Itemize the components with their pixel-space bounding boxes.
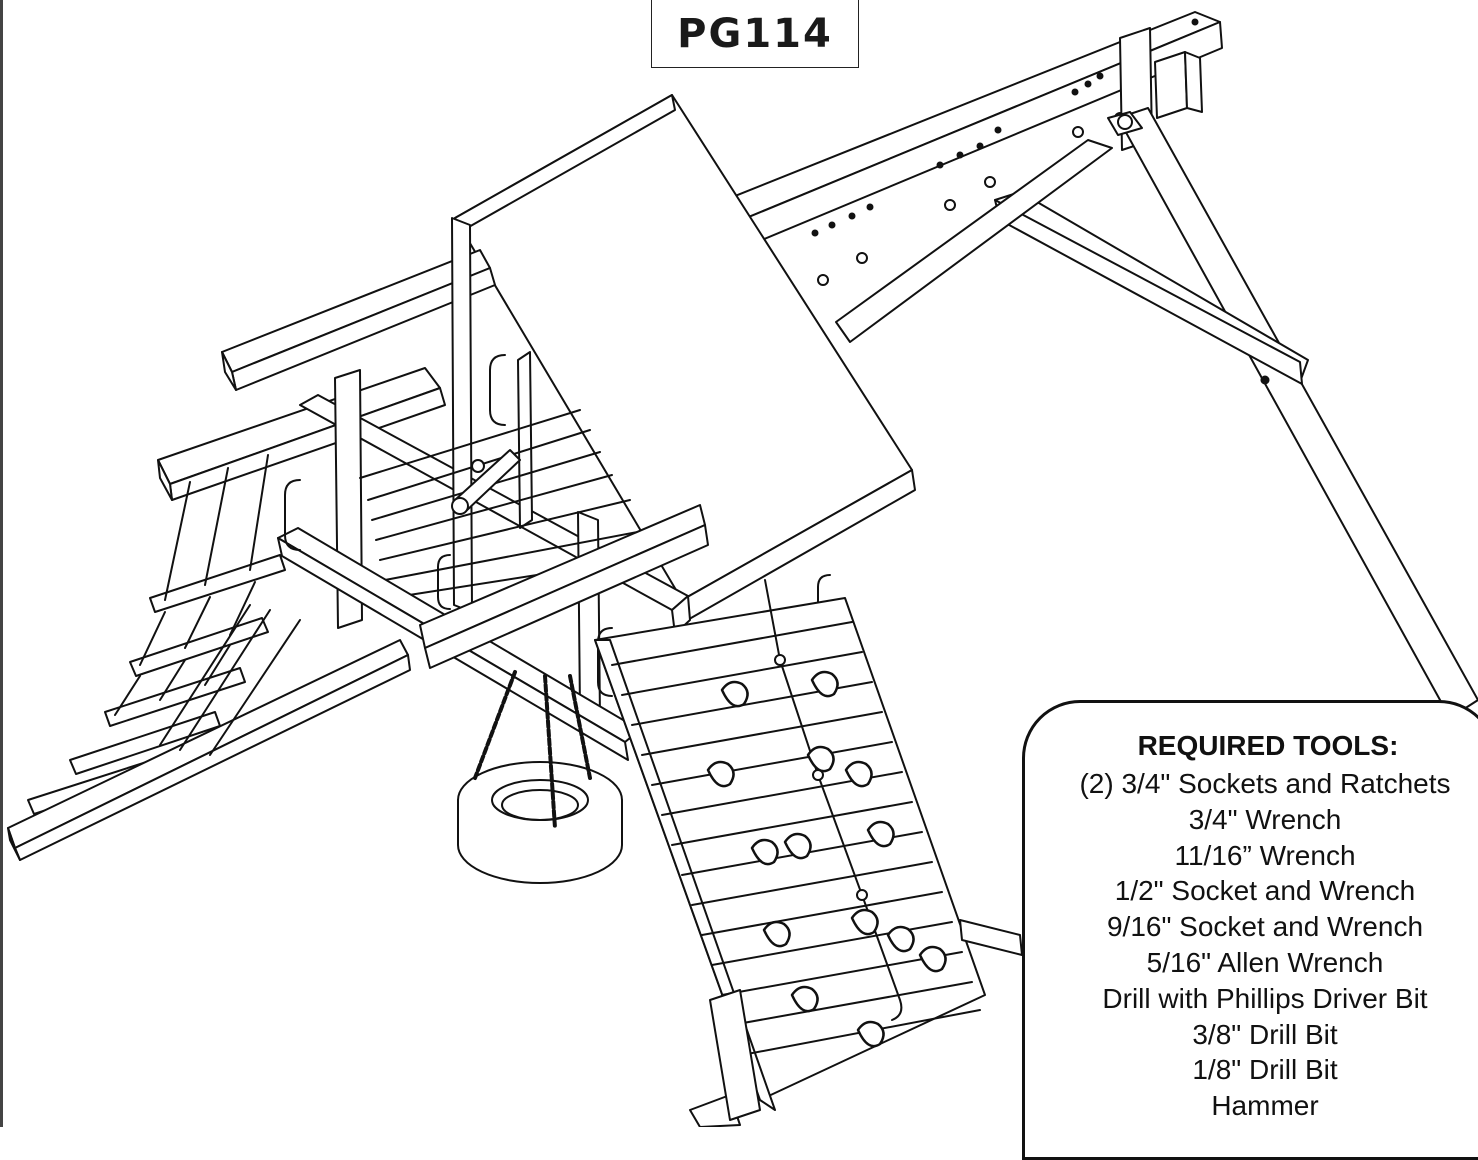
deck-front-beam [278,505,708,760]
model-number-box: PG114 [651,0,859,68]
tool-item: 9/16" Socket and Wrench [1106,911,1424,943]
tool-item: 1/2" Socket and Wrench [1114,875,1416,907]
tool-item: 3/4" Wrench [1188,803,1342,835]
a-frame-legs [836,108,1478,718]
right-ground-rail [690,920,1022,1127]
required-tools-panel [1022,700,1478,1160]
tire-chains [475,672,590,828]
playset-diagram [0,0,1478,1127]
rock-wall [595,598,985,1110]
tool-item: Hammer [1211,1090,1319,1122]
climbing-rope [765,580,901,1020]
tool-item: 3/8" Drill Bit [1192,1018,1338,1050]
safety-handles [285,355,830,696]
tire-swing [458,762,622,883]
beam-bolt-holes [811,18,1199,237]
telescope [452,450,520,514]
required-tools-list: (2) 3/4" Sockets and Ratchets 3/4" Wrenc… [1026,766,1478,1124]
roof-canopy [455,95,915,622]
tool-item: 1/8" Drill Bit [1192,1054,1338,1086]
tool-item: Drill with Phillips Driver Bit [1102,982,1428,1014]
page-left-rule [0,0,3,1127]
tool-item: 5/16" Allen Wrench [1146,946,1384,978]
tool-item: (2) 3/4" Sockets and Ratchets [1079,768,1451,799]
tool-item: 11/16” Wrench [1174,839,1356,871]
rock-holds [708,672,946,1046]
left-ground-rail [8,605,410,860]
required-tools-title: REQUIRED TOOLS: [1137,730,1399,761]
model-number: PG114 [677,10,833,57]
